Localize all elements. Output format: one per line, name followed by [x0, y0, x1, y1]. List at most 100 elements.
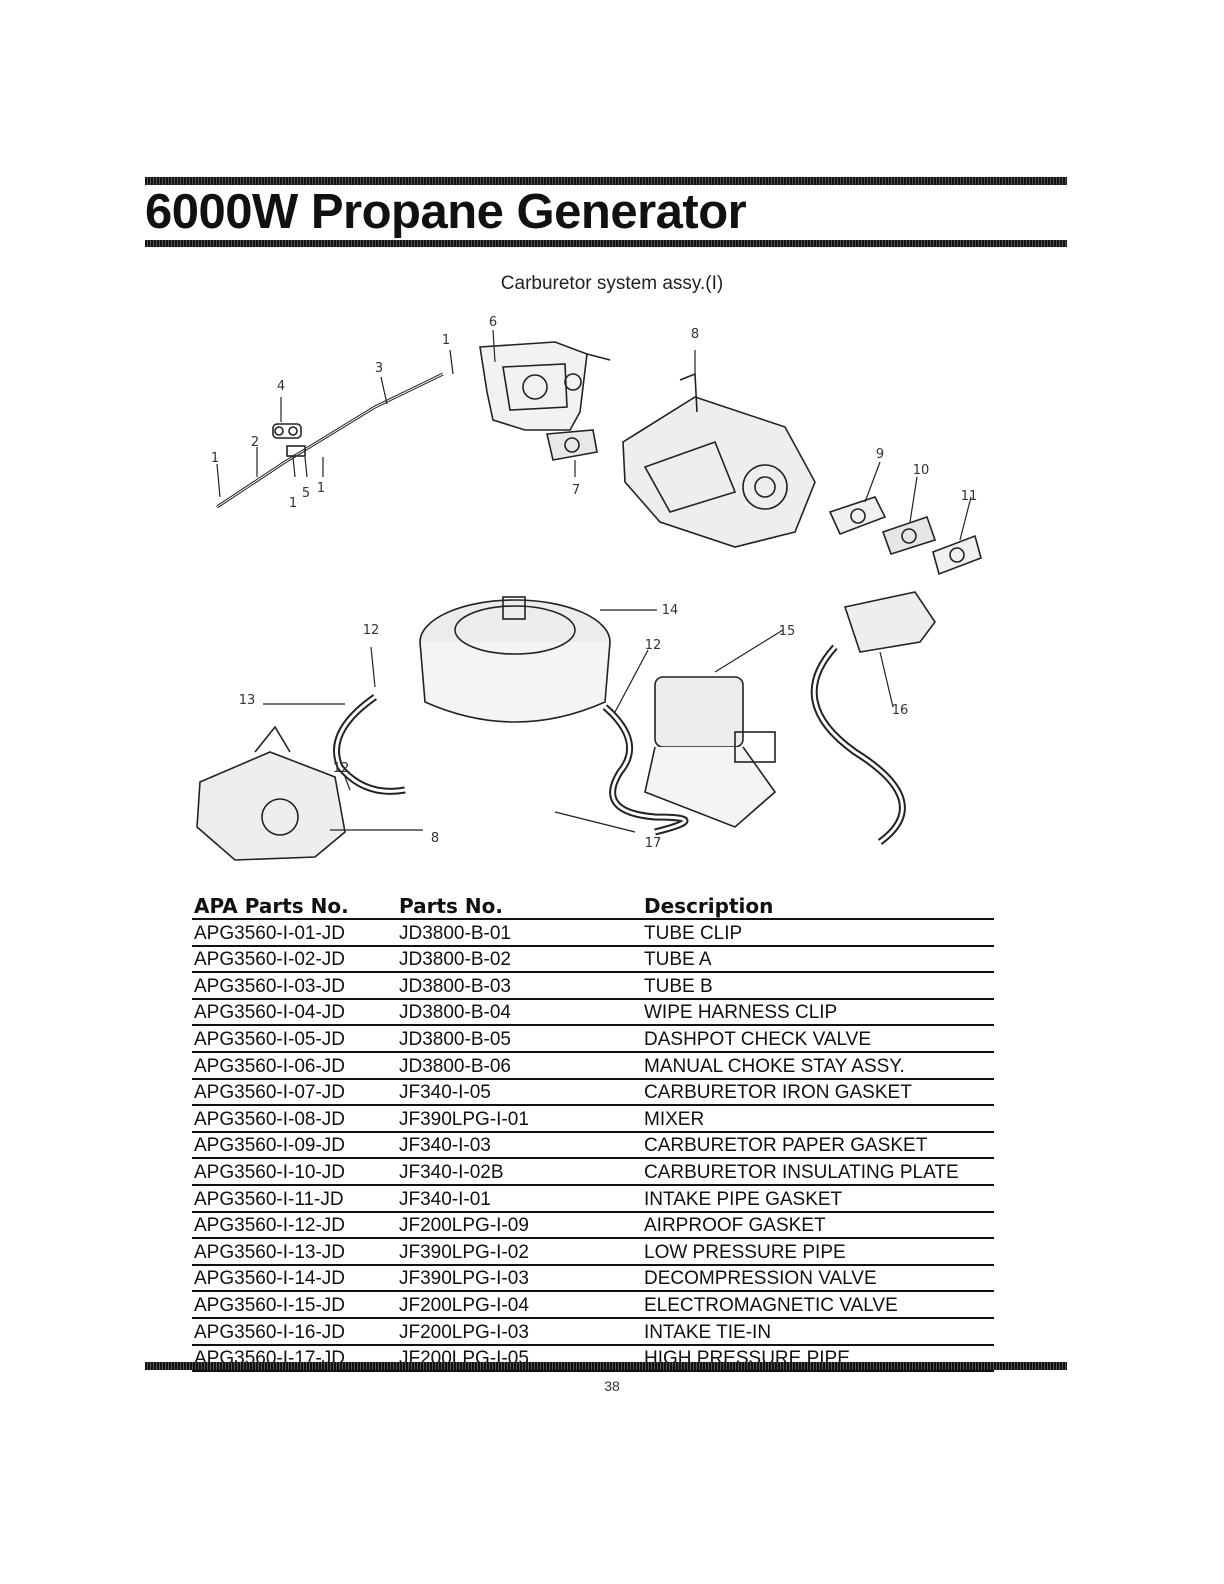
- mixer-upper-shape: [622, 396, 816, 548]
- diagram-caption: Carburetor system assy.(I): [500, 273, 724, 294]
- part-description: LOW PRESSURE PIPE: [642, 1238, 994, 1266]
- part-description: WIPE HARNESS CLIP: [642, 998, 994, 1027]
- part-description: MIXER: [642, 1105, 994, 1133]
- header-description: Description: [642, 892, 994, 920]
- part-no: JD3800-B-06: [397, 1051, 642, 1080]
- apa-part-no: APG3560-I-01-JD: [192, 919, 397, 947]
- apa-part-no: APG3560-I-11-JD: [192, 1184, 397, 1213]
- mixer-lower-shape: [196, 751, 346, 861]
- parts-table: APA Parts No. Parts No. Description APG3…: [192, 892, 994, 1373]
- part-description: CARBURETOR INSULATING PLATE: [642, 1158, 994, 1186]
- apa-part-no: APG3560-I-05-JD: [192, 1025, 397, 1053]
- part-no: JF340-I-01: [397, 1184, 642, 1213]
- callout-5: 5: [302, 486, 310, 501]
- part-no: JF340-I-03: [397, 1131, 642, 1160]
- callout-1b: 1: [211, 451, 219, 466]
- iron-gasket-shape: [546, 429, 598, 461]
- part-no: JD3800-B-01: [397, 919, 642, 947]
- table-header-row: APA Parts No. Parts No. Description: [192, 892, 994, 920]
- part-description: TUBE B: [642, 972, 994, 1000]
- apa-part-no: APG3560-I-08-JD: [192, 1105, 397, 1133]
- part-no: JD3800-B-05: [397, 1025, 642, 1053]
- apa-part-no: APG3560-I-07-JD: [192, 1078, 397, 1107]
- apa-part-no: APG3560-I-16-JD: [192, 1317, 397, 1346]
- apa-part-no: APG3560-I-13-JD: [192, 1238, 397, 1266]
- choke-stay-shape: [479, 341, 588, 431]
- tube-cable-inner: [216, 373, 444, 508]
- apa-part-no: APG3560-I-12-JD: [192, 1211, 397, 1240]
- page-number: 38: [604, 1378, 620, 1394]
- part-description: CARBURETOR IRON GASKET: [642, 1078, 994, 1107]
- intake-tie-in-shape: [843, 591, 936, 653]
- callout-1d: 1: [317, 481, 325, 496]
- part-description: MANUAL CHOKE STAY ASSY.: [642, 1051, 994, 1080]
- apa-part-no: APG3560-I-14-JD: [192, 1264, 397, 1293]
- title-rule: [145, 240, 1067, 247]
- low-pressure-pipe-shape: [333, 694, 406, 795]
- part-no: JF200LPG-I-04: [397, 1291, 642, 1319]
- part-description: AIRPROOF GASKET: [642, 1211, 994, 1240]
- callout-14: 14: [662, 603, 679, 618]
- callout-8b: 8: [431, 831, 439, 846]
- part-description: CARBURETOR PAPER GASKET: [642, 1131, 994, 1160]
- callout-17: 17: [645, 836, 662, 851]
- part-no: JF340-I-05: [397, 1078, 642, 1107]
- callout-13: 13: [239, 693, 256, 708]
- callout-2: 2: [251, 435, 259, 450]
- part-description: INTAKE TIE-IN: [642, 1317, 994, 1346]
- callout-7: 7: [572, 483, 580, 498]
- page-title: 6000W Propane Generator: [145, 185, 747, 239]
- intake-gasket-shape: [932, 534, 982, 576]
- part-no: JD3800-B-04: [397, 998, 642, 1027]
- wipe-harness-clip-shape: [272, 423, 302, 439]
- callout-16: 16: [892, 703, 909, 718]
- apa-part-no: APG3560-I-04-JD: [192, 998, 397, 1027]
- callout-3: 3: [375, 361, 383, 376]
- part-no: JD3800-B-02: [397, 945, 642, 974]
- part-no: JD3800-B-03: [397, 972, 642, 1000]
- part-description: INTAKE PIPE GASKET: [642, 1184, 994, 1213]
- part-description: DECOMPRESSION VALVE: [642, 1264, 994, 1293]
- callout-11: 11: [961, 489, 978, 504]
- callout-1a: 1: [442, 333, 450, 348]
- part-no: JF200LPG-I-09: [397, 1211, 642, 1240]
- part-description: TUBE A: [642, 945, 994, 974]
- bottom-rule: [145, 1362, 1067, 1370]
- part-description: ELECTROMAGNETIC VALVE: [642, 1291, 994, 1319]
- callout-9: 9: [876, 447, 884, 462]
- apa-part-no: APG3560-I-03-JD: [192, 972, 397, 1000]
- apa-part-no: APG3560-I-09-JD: [192, 1131, 397, 1160]
- part-no: JF200LPG-I-03: [397, 1317, 642, 1346]
- callout-4: 4: [277, 379, 285, 394]
- apa-part-no: APG3560-I-15-JD: [192, 1291, 397, 1319]
- apa-part-no: APG3560-I-06-JD: [192, 1051, 397, 1080]
- header-parts-no: Parts No.: [397, 892, 642, 920]
- header-apa-parts-no: APA Parts No.: [192, 892, 397, 920]
- callout-1c: 1: [289, 496, 297, 511]
- electromagnetic-valve-shape: [654, 676, 744, 748]
- part-no: JF390LPG-I-03: [397, 1264, 642, 1293]
- callout-12c: 12: [333, 761, 350, 776]
- part-description: DASHPOT CHECK VALVE: [642, 1025, 994, 1053]
- callout-8a: 8: [691, 327, 699, 342]
- apa-part-no: APG3560-I-10-JD: [192, 1158, 397, 1186]
- callout-12a: 12: [363, 623, 380, 638]
- callout-6: 6: [489, 315, 497, 330]
- paper-gasket-shape: [828, 496, 887, 536]
